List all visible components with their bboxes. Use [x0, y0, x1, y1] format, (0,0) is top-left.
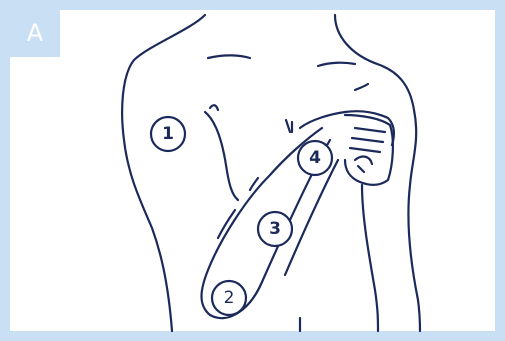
lat-line — [205, 112, 238, 200]
marker-2: 2 — [212, 281, 246, 315]
collarbone-left — [208, 55, 250, 58]
fist-knuckle — [358, 166, 364, 172]
rib-line — [286, 120, 290, 132]
side-line — [362, 185, 378, 331]
marker-1-label: 1 — [162, 124, 174, 144]
marker-4-label: 4 — [309, 148, 321, 168]
marker-3-label: 3 — [269, 219, 281, 239]
chest-crease — [210, 105, 218, 110]
marker-2-label: 2 — [224, 288, 235, 308]
fist-finger-1 — [355, 128, 385, 132]
collarbone-right — [318, 63, 355, 66]
chest-line — [355, 84, 368, 90]
torso-outline-left — [122, 15, 205, 331]
fist-finger-2 — [352, 138, 383, 142]
fist-finger-3 — [350, 148, 380, 152]
fist-thumb — [355, 157, 372, 164]
marker-3: 3 — [258, 212, 292, 246]
marker-4: 4 — [298, 141, 332, 175]
marker-1: 1 — [151, 117, 185, 151]
